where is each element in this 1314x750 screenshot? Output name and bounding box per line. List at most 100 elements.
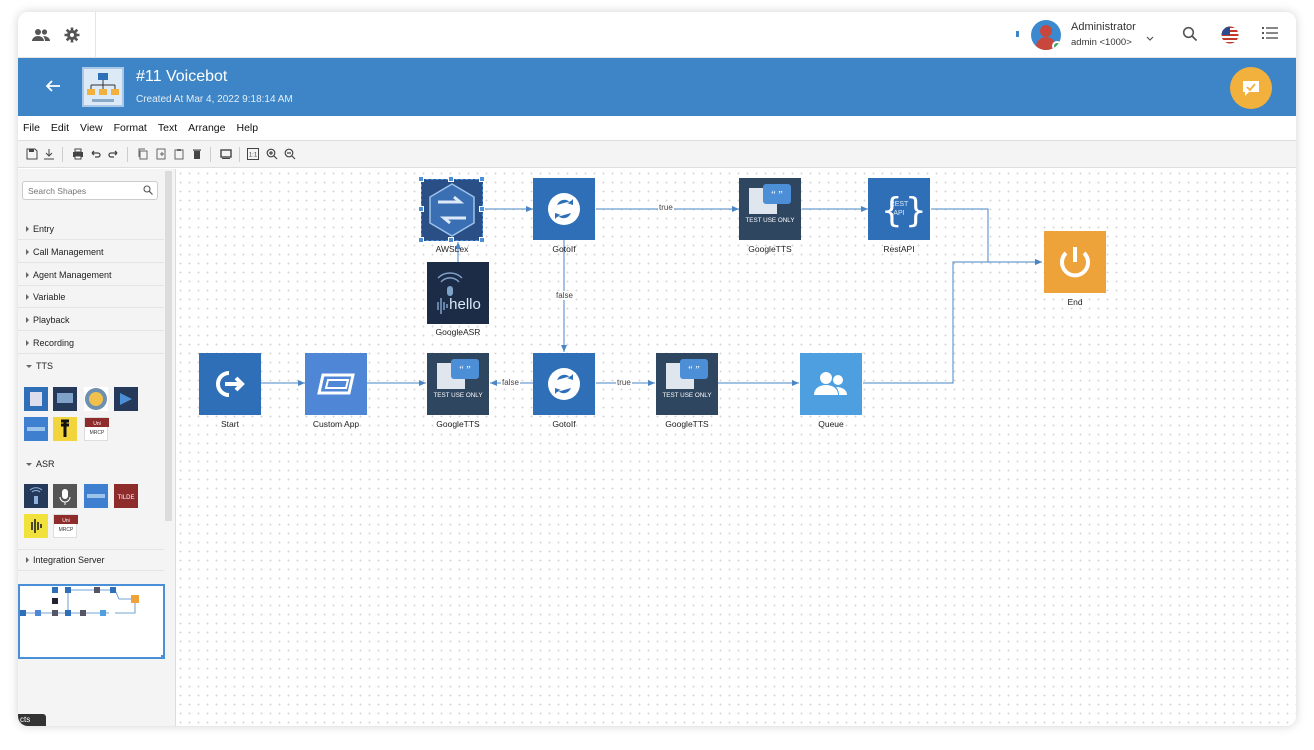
copy-icon[interactable]: [137, 148, 149, 160]
minimap[interactable]: [18, 584, 165, 659]
category-label: Recording: [33, 337, 75, 348]
search-shapes-input[interactable]: [28, 186, 138, 196]
node-gotoif-top[interactable]: [533, 178, 595, 240]
selection-handle[interactable]: [418, 206, 424, 212]
flow-header: #11 Voicebot Created At Mar 4, 2022 9:18…: [18, 58, 1296, 116]
bottom-tab[interactable]: cts: [18, 714, 46, 726]
node-googleasr[interactable]: hello: [427, 262, 489, 324]
asr-shape-3[interactable]: [84, 484, 108, 508]
category-agent-management[interactable]: Agent Management: [18, 264, 164, 286]
edge-queue-end: [863, 259, 1042, 384]
users-icon[interactable]: [32, 26, 51, 44]
delete-icon[interactable]: [191, 148, 203, 160]
edge-restapi-end: [931, 208, 1042, 265]
menu-format[interactable]: Format: [113, 122, 147, 134]
back-arrow-icon[interactable]: [45, 78, 63, 96]
search-shapes-field[interactable]: [22, 181, 158, 200]
user-menu[interactable]: Administrator admin <1000>: [1031, 12, 1191, 58]
category-variable[interactable]: Variable: [18, 286, 164, 308]
asr-shape-4[interactable]: TILDE: [114, 484, 138, 508]
expand-caret-icon: [26, 271, 29, 278]
node-googletts-right[interactable]: “ ” TEST USE ONLY: [656, 353, 718, 415]
node-googletts-top[interactable]: “ ” TEST USE ONLY: [739, 178, 801, 240]
svg-text:“ ”: “ ”: [771, 190, 782, 201]
selection-handle[interactable]: [418, 237, 424, 243]
gear-icon[interactable]: [63, 26, 81, 44]
zoom-out-icon[interactable]: [284, 148, 296, 160]
menu-edit[interactable]: Edit: [50, 122, 70, 134]
tts-shape-5[interactable]: [24, 417, 48, 441]
sidebar-scrollbar[interactable]: [165, 171, 172, 521]
save-icon[interactable]: [26, 148, 38, 160]
tts-shape-6[interactable]: [53, 417, 77, 441]
selection-handle[interactable]: [418, 176, 424, 182]
menu-text[interactable]: Text: [157, 122, 178, 134]
category-call-management[interactable]: Call Management: [18, 241, 164, 263]
edge-label-false: false: [501, 378, 520, 387]
us-flag-icon[interactable]: [1221, 26, 1239, 44]
print-icon[interactable]: [72, 148, 84, 160]
actual-size-icon[interactable]: 1:1: [247, 148, 259, 160]
expand-caret-icon: [26, 293, 29, 300]
duplicate-icon[interactable]: [155, 148, 167, 160]
category-label: Integration Server: [33, 555, 105, 565]
awslex-icon: [429, 183, 475, 237]
selection-handle[interactable]: [479, 237, 485, 243]
paste-icon[interactable]: [173, 148, 185, 160]
menu-view[interactable]: View: [80, 122, 103, 134]
category-tts[interactable]: TTS: [18, 355, 164, 377]
fit-page-icon[interactable]: [220, 148, 232, 160]
toolbar-divider: [62, 147, 63, 162]
tts-shape-1[interactable]: [24, 387, 48, 411]
category-playback[interactable]: Playback: [18, 309, 164, 331]
edge-label-true: true: [658, 203, 674, 212]
menu-help[interactable]: Help: [236, 122, 259, 134]
googleasr-icon: hello: [437, 272, 481, 314]
selection-handle[interactable]: [448, 237, 454, 243]
tts-shape-4[interactable]: [114, 387, 138, 411]
svg-text:“ ”: “ ”: [459, 365, 470, 376]
zoom-in-icon[interactable]: [266, 148, 278, 160]
node-start[interactable]: [199, 353, 261, 415]
test-use-only-text: TEST USE ONLY: [662, 392, 712, 399]
node-end[interactable]: [1044, 231, 1106, 293]
menu-arrange[interactable]: Arrange: [188, 122, 226, 134]
search-icon[interactable]: [1182, 26, 1200, 44]
category-recording[interactable]: Recording: [18, 332, 164, 354]
search-icon[interactable]: [143, 185, 153, 195]
node-googletts-mid[interactable]: “ ” TEST USE ONLY: [427, 353, 489, 415]
menu-file[interactable]: File: [23, 122, 40, 134]
expand-caret-icon: [26, 248, 29, 255]
asr-shape-1[interactable]: [24, 484, 48, 508]
chat-button[interactable]: [1230, 67, 1272, 109]
node-queue[interactable]: [800, 353, 862, 415]
toolbar-divider: [239, 147, 240, 162]
selection-handle[interactable]: [448, 176, 454, 182]
list-menu-icon[interactable]: [1262, 26, 1280, 44]
node-awslex[interactable]: [421, 179, 483, 241]
selection-handle[interactable]: [479, 206, 485, 212]
node-gotoif-bottom[interactable]: [533, 353, 595, 415]
refresh-icon: [548, 193, 580, 225]
user-info: Administrator admin <1000>: [1071, 19, 1136, 51]
category-entry[interactable]: Entry: [18, 218, 164, 240]
node-restapi[interactable]: { } REST API: [868, 178, 930, 240]
selection-handle[interactable]: [479, 176, 485, 182]
chevron-down-icon[interactable]: [1146, 29, 1154, 47]
palette-text: Uni: [62, 518, 70, 524]
tts-shape-3[interactable]: [84, 387, 108, 411]
tts-shape-2[interactable]: [53, 387, 77, 411]
node-custom-app[interactable]: [305, 353, 367, 415]
export-icon[interactable]: [43, 148, 55, 160]
asr-shape-5[interactable]: [24, 514, 48, 538]
category-integration-server[interactable]: Integration Server: [18, 549, 164, 571]
category-asr[interactable]: ASR: [18, 453, 164, 475]
asr-shape-2[interactable]: [53, 484, 77, 508]
toolbar: 1:1: [18, 140, 1296, 168]
redo-icon[interactable]: [108, 148, 120, 160]
undo-icon[interactable]: [89, 148, 101, 160]
diagram-canvas[interactable]: true false false true AWSLex GotoIf: [176, 169, 1296, 726]
svg-text:REST: REST: [890, 201, 909, 208]
